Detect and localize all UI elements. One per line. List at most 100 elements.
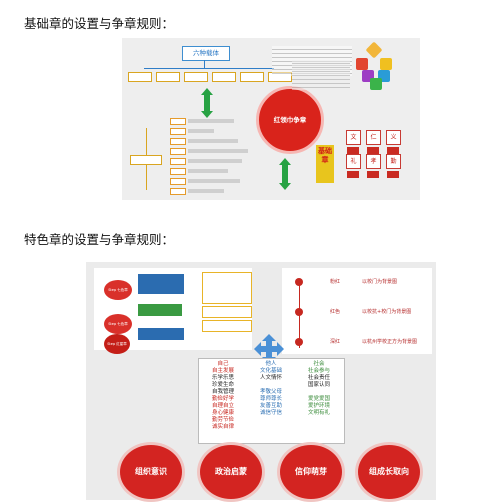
table-cell: 文明有礼: [307, 410, 330, 416]
table-cell: 孝敬父母: [259, 389, 282, 395]
mindmap-item: [170, 118, 186, 125]
level-dot: [295, 308, 303, 316]
level-label: 红色: [330, 309, 341, 315]
table-cell: 身心健康: [211, 410, 234, 416]
basic-badge-heading: 基础章的设置与争章规则：: [24, 16, 175, 31]
step-circle: Step 红星章: [104, 334, 130, 354]
connector-line: [204, 60, 205, 68]
table-cell: [247, 382, 295, 389]
feature-badge-heading: 特色章的设置与争章规则：: [24, 232, 175, 247]
mindmap-item: [170, 128, 186, 135]
badge-label: [387, 171, 399, 178]
table-cell: 自主发展: [211, 368, 234, 374]
table-cell: 乐学乐思: [211, 375, 234, 381]
badge-icon: 义: [386, 130, 401, 145]
double-arrow-icon: [279, 158, 291, 190]
badge-label: [387, 147, 399, 154]
mindmap-root-box: [130, 155, 162, 165]
pentagon-icon: [380, 58, 392, 70]
description-text: [292, 60, 350, 90]
table-cell: 人文情怀: [259, 375, 282, 381]
step-circle: Step 七色章: [104, 280, 132, 300]
table-cell: 国家认同: [307, 382, 330, 388]
badge-icon: 礼: [346, 154, 361, 169]
values-table: 自己 自主发展 乐学乐思 珍爱生命 自我管理 勤俭好学 自理自立 身心健康 勤劳…: [198, 358, 345, 444]
rule-box: [202, 320, 252, 332]
table-cell: 社会参与: [307, 368, 330, 374]
table-cell: 诚实自律: [211, 424, 234, 430]
level-dot: [295, 278, 303, 286]
mindmap-text: [188, 119, 234, 123]
table-cell: 勤劳节俭: [211, 417, 234, 423]
rule-box: [202, 272, 252, 304]
info-box: [138, 328, 184, 340]
carrier-box: [184, 72, 208, 82]
red-scarf-badge-circle: 红领巾争章: [256, 86, 324, 154]
basic-badge-diagram: 六种载体 红领巾争章 基础章 文 仁 义 礼 孝 勤: [122, 38, 420, 200]
mindmap-text: [188, 179, 240, 183]
level-label: 粉红: [330, 279, 341, 285]
table-cell: 勤俭好学: [211, 396, 234, 402]
table-column: 自己 自主发展 乐学乐思 珍爱生命 自我管理 勤俭好学 自理自立 身心健康 勤劳…: [199, 361, 247, 431]
mindmap-text: [188, 149, 248, 153]
mindmap-text: [188, 189, 224, 193]
table-cell: 自己: [217, 361, 229, 367]
table-cell: 他人: [265, 361, 277, 367]
carrier-box: [212, 72, 236, 82]
mindmap-text: [188, 169, 228, 173]
political-enlightenment-circle: 政治启蒙: [200, 445, 262, 499]
badge-icon: 孝: [366, 154, 381, 169]
badge-icon: 文: [346, 130, 361, 145]
table-cell: 爱党爱国: [307, 396, 330, 402]
table-cell: 珍爱生命: [211, 382, 234, 388]
step-circle: Step 七色章: [104, 314, 132, 334]
table-cell: 社会责任: [307, 375, 330, 381]
level-description: 以校门为背景图: [362, 279, 398, 285]
level-description: 以校抗+校门为背景图: [362, 309, 412, 315]
mindmap-item: [170, 188, 186, 195]
rule-box: [202, 306, 252, 318]
mindmap-text: [188, 129, 214, 133]
mindmap-item: [170, 148, 186, 155]
table-cell: 自理自立: [211, 403, 234, 409]
table-cell: 尊师尊长: [259, 396, 282, 402]
level-label: 深红: [330, 339, 341, 345]
mindmap-text: [188, 159, 242, 163]
badge-icon: 勤: [386, 154, 401, 169]
table-cell: [295, 389, 343, 396]
badge-icon: 仁: [366, 130, 381, 145]
level-dot: [295, 338, 303, 346]
table-cell: 自我管理: [211, 389, 234, 395]
mindmap-item: [170, 158, 186, 165]
table-cell: 社会: [313, 361, 325, 367]
mindmap-item: [170, 138, 186, 145]
badge-label: [347, 147, 359, 154]
info-box: [138, 304, 182, 316]
organization-awareness-circle: 组织意识: [120, 445, 182, 499]
six-carriers-box: 六种载体: [182, 46, 230, 61]
carrier-box: [128, 72, 152, 82]
info-box: [138, 274, 184, 294]
double-arrow-icon: [201, 88, 213, 118]
pentagon-icon: [370, 78, 382, 90]
table-column: 他人 文化基础 人文情怀 孝敬父母 尊师尊长 友善互助 诚信守信: [247, 361, 295, 417]
belief-sprout-circle: 信仰萌芽: [280, 445, 342, 499]
connector-line: [144, 68, 274, 69]
table-cell: 文化基础: [259, 368, 282, 374]
carrier-box: [156, 72, 180, 82]
growth-orientation-circle: 组成长取向: [358, 445, 420, 499]
mindmap-text: [188, 139, 238, 143]
badge-label: [347, 171, 359, 178]
badge-label: [367, 147, 379, 154]
badge-label: [367, 171, 379, 178]
pentagon-icon: [356, 58, 368, 70]
mindmap-item: [170, 178, 186, 185]
table-cell: 爱护环境: [307, 403, 330, 409]
pentagon-icon: [365, 41, 383, 59]
feature-mindmap: Step 七色章 Step 七色章: [94, 268, 252, 350]
level-description: 以杭州学校正方为背景图: [362, 339, 418, 345]
mindmap-item: [170, 168, 186, 175]
basic-badge-label: 基础章: [316, 145, 334, 183]
carrier-box: [240, 72, 264, 82]
badge-level-list: 粉红 红色 深红 以校门为背景图 以校抗+校门为背景图 以杭州学校正方为背景图: [282, 268, 432, 354]
